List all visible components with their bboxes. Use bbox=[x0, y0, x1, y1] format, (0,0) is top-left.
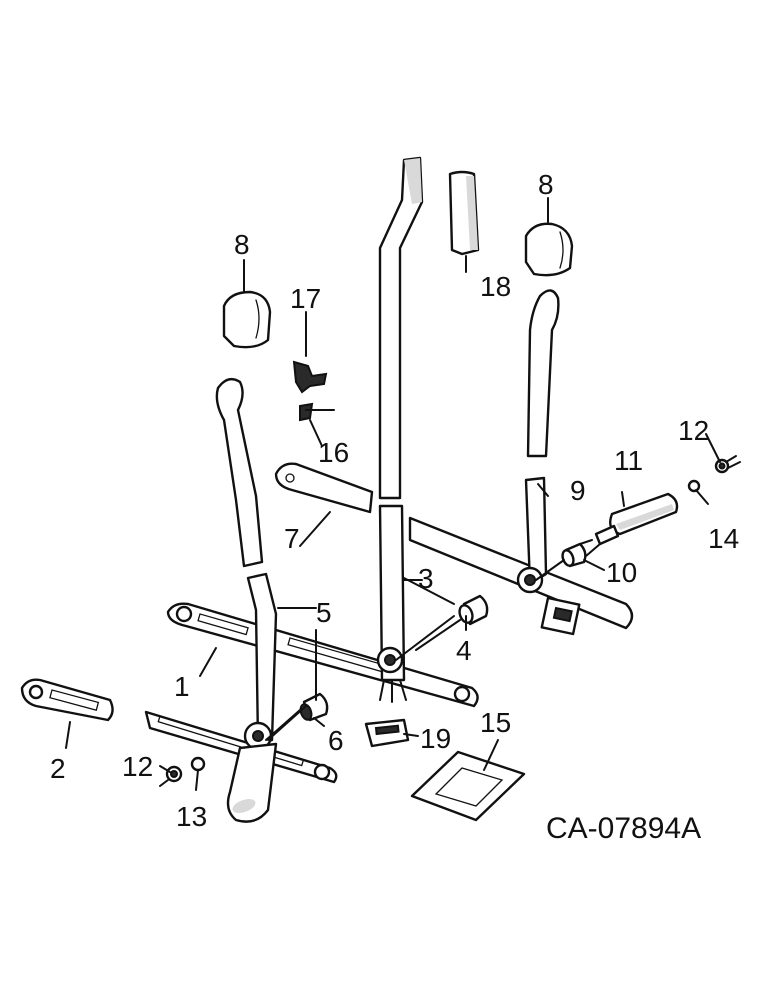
callout-4: 4 bbox=[456, 635, 472, 666]
callout-6: 6 bbox=[328, 725, 344, 756]
callout-13: 13 bbox=[176, 801, 207, 832]
part-2-slotted-bar bbox=[20, 678, 114, 722]
part-19-slotted-plate bbox=[364, 718, 410, 748]
callout-9: 9 bbox=[570, 475, 586, 506]
leader-lines bbox=[65, 197, 741, 791]
part-15-gasket bbox=[410, 750, 526, 822]
part-12-nut-right bbox=[714, 458, 730, 474]
callout-1: 1 bbox=[174, 671, 190, 702]
part-17-wing-nut bbox=[292, 360, 328, 394]
part-14-washer bbox=[687, 479, 701, 493]
callout-12-left: 12 bbox=[122, 751, 153, 782]
callout-8-left: 8 bbox=[234, 229, 250, 260]
part-9-right-lever bbox=[516, 289, 560, 594]
callout-10: 10 bbox=[606, 557, 637, 588]
callout-19: 19 bbox=[420, 723, 451, 754]
part-4-bushing bbox=[458, 594, 489, 626]
callout-18: 18 bbox=[480, 271, 511, 302]
part-5-left-lever bbox=[215, 377, 278, 823]
part-8-knob-right bbox=[524, 222, 574, 277]
callout-16: 16 bbox=[318, 437, 349, 468]
part-18-grip bbox=[448, 170, 480, 256]
part-10-bushing bbox=[561, 542, 587, 568]
part-3-central-lever bbox=[376, 156, 424, 703]
callout-5: 5 bbox=[316, 597, 332, 628]
callout-11: 11 bbox=[614, 445, 643, 476]
callout-14: 14 bbox=[708, 523, 739, 554]
part-13-washer bbox=[190, 756, 206, 772]
callout-7: 7 bbox=[284, 523, 300, 554]
part-11-cylinder bbox=[594, 492, 679, 546]
part-16-bolt bbox=[299, 402, 335, 422]
callout-8-right: 8 bbox=[538, 169, 554, 200]
callout-12-right: 12 bbox=[678, 415, 709, 446]
callout-15: 15 bbox=[480, 707, 511, 738]
callout-17: 17 bbox=[290, 283, 321, 314]
part-7-plate bbox=[274, 462, 374, 514]
callout-labels: 1 2 3 4 5 6 7 8 8 9 10 11 12 12 13 14 15… bbox=[50, 169, 739, 832]
drawing-number: CA-07894A bbox=[546, 812, 701, 845]
callout-3: 3 bbox=[418, 563, 434, 594]
part-8-knob-left bbox=[222, 290, 272, 349]
part-12-nut-left bbox=[165, 765, 183, 783]
callout-2: 2 bbox=[50, 753, 66, 784]
